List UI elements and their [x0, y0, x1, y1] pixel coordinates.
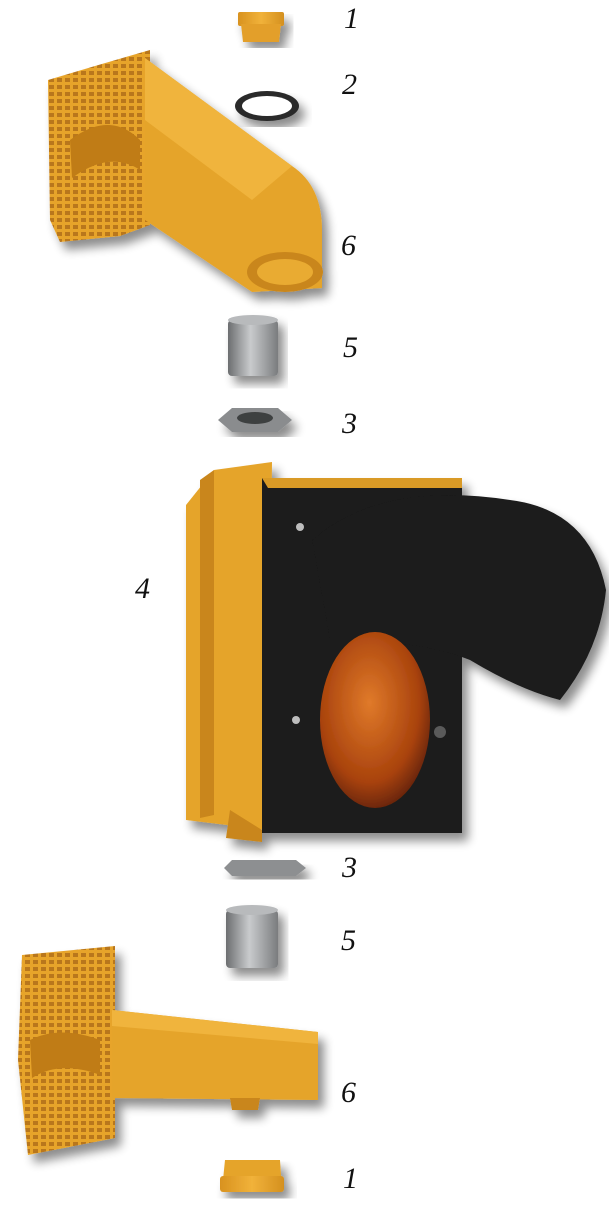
label-bracket-bottom: 6	[341, 1078, 356, 1108]
label-nipple-top: 5	[343, 333, 358, 363]
cap-top-part	[238, 12, 284, 42]
label-nipple-bottom: 5	[341, 926, 356, 956]
label-bracket-top: 6	[341, 231, 356, 261]
label-nut-bottom: 3	[342, 853, 357, 883]
nipple-top-part	[228, 315, 278, 376]
nut-bottom-part	[224, 860, 306, 876]
label-washer: 2	[342, 70, 357, 100]
bracket-top-part	[48, 50, 323, 292]
nipple-bottom-part	[226, 905, 278, 968]
nut-top-part	[218, 408, 292, 432]
washer-part	[235, 91, 299, 121]
label-cap-bottom: 1	[343, 1164, 358, 1194]
signal-head-part	[186, 462, 606, 842]
cap-bottom-part	[220, 1160, 284, 1192]
label-cap-top: 1	[344, 4, 359, 34]
label-signal-head: 4	[135, 574, 150, 604]
label-nut-top: 3	[342, 409, 357, 439]
bracket-bottom-part	[18, 946, 318, 1155]
